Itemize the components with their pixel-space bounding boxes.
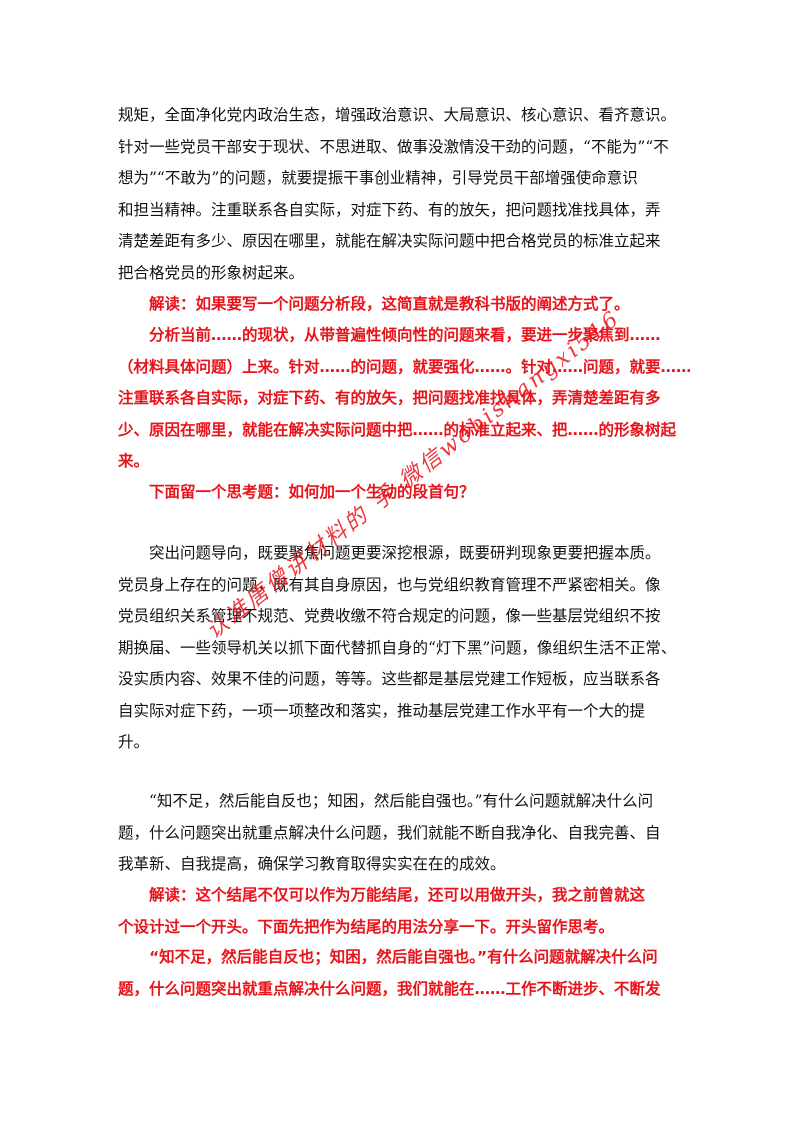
annotation-line: 少、原因在哪里，就能在解决实际问题中把……的标准立起来、把……的形象树起 xyxy=(118,420,677,439)
annotation-line: “知不足，然后能自反也；知困，然后能自强也。”有什么问题就解决什么问 xyxy=(149,948,658,966)
text-line: 期换届、一些领导机关以抓下面代替抓自身的“灯下黑”问题，像组织生活不正常、 xyxy=(118,638,677,657)
annotation-line: 题，什么问题突出就重点解决什么问题，我们就能在……工作不断进步、不断发 xyxy=(118,979,661,998)
text-line: “知不足，然后能自反也；知困，然后能自强也。”有什么问题就解决什么问 xyxy=(149,792,654,810)
annotation-5: “知不足，然后能自反也；知困，然后能自强也。”有什么问题就解决什么问 题，什么问… xyxy=(118,942,690,1005)
annotation-line: 个设计过一个开头。下面先把作为结尾的用法分享一下。开头留作思考。 xyxy=(118,917,615,936)
text-line: 升。 xyxy=(118,733,150,751)
annotation-line: 来。 xyxy=(118,452,150,470)
paragraph-2: 突出问题导向，既要聚焦问题更要深挖根源，既要研判现象更要把握本质。 党员身上存在… xyxy=(118,538,690,759)
annotation-text: 解读：如果要写一个问题分析段，这简直就是教科书版的阐述方式了。 xyxy=(149,295,630,313)
paragraph-1: 规矩，全面净化党内政治生态，增强政治意识、大局意识、核心意识、看齐意识。 针对一… xyxy=(118,100,690,289)
annotation-line: （材料具体问题）上来。针对……的问题，就要强化……。针对……问题，就要……。 xyxy=(118,357,690,376)
text-line: 规矩，全面净化党内政治生态，增强政治意识、大局意识、核心意识、看齐意识。 xyxy=(118,106,677,124)
text-line: 突出问题导向，既要聚焦问题更要深挖根源，既要研判现象更要把握本质。 xyxy=(149,544,661,562)
annotation-line: 解读：这个结尾不仅可以作为万能结尾，还可以用做开头，我之前曾就这 xyxy=(149,886,646,904)
annotation-2: 分析当前……的现状，从带普遍性倾向性的问题来看，要进一步聚焦到…… （材料具体问… xyxy=(118,320,690,478)
text-line: 和担当精神。注重联系各自实际，对症下药、有的放矢，把问题找准找具体，弄 xyxy=(118,200,661,219)
text-line: 清楚差距有多少、原因在哪里，就能在解决实际问题中把合格党员的标准立起来 xyxy=(118,232,661,250)
annotation-3: 下面留一个思考题：如何加一个生动的段首句？ xyxy=(118,477,690,509)
text-line: 党员组织关系管理不规范、党费收缴不符合规定的问题，像一些基层党组织不按 xyxy=(118,607,661,625)
text-line: 没实质内容、效果不佳的问题，等等。这些都是基层党建工作短板，应当联系各 xyxy=(118,670,661,688)
annotation-text: 下面留一个思考题：如何加一个生动的段首句？ xyxy=(149,483,475,501)
text-line: 党员身上存在的问题，既有其自身原因，也与党组织教育管理不严紧密相关。像 xyxy=(118,575,661,594)
text-line: 我革新、自我提高，确保学习教育取得实实在在的成效。 xyxy=(118,855,506,873)
annotation-line: 分析当前……的现状，从带普遍性倾向性的问题来看，要进一步聚焦到…… xyxy=(149,326,661,344)
annotation-line: 注重联系各自实际，对症下药、有的放矢，把问题找准找具体，弄清楚差距有多 xyxy=(118,389,661,407)
text-line: 题，什么问题突出就重点解决什么问题，我们就能不断自我净化、自我完善、自 xyxy=(118,823,661,842)
paragraph-3: “知不足，然后能自反也；知困，然后能自强也。”有什么问题就解决什么问 题，什么问… xyxy=(118,786,690,881)
text-line: 想为”“不敢为”的问题，就要提振干事创业精神，引导党员干部增强使命意识 xyxy=(118,169,638,187)
text-line: 把合格党员的形象树起来。 xyxy=(118,263,305,282)
annotation-4: 解读：这个结尾不仅可以作为万能结尾，还可以用做开头，我之前曾就这 个设计过一个开… xyxy=(118,880,690,943)
text-line: 自实际对症下药，一项一项整改和落实，推动基层党建工作水平有一个大的提 xyxy=(118,701,646,720)
text-line: 针对一些党员干部安于现状、不思进取、做事没激情没干劲的问题，“不能为”“不 xyxy=(118,137,669,156)
annotation-1: 解读：如果要写一个问题分析段，这简直就是教科书版的阐述方式了。 xyxy=(118,289,690,321)
